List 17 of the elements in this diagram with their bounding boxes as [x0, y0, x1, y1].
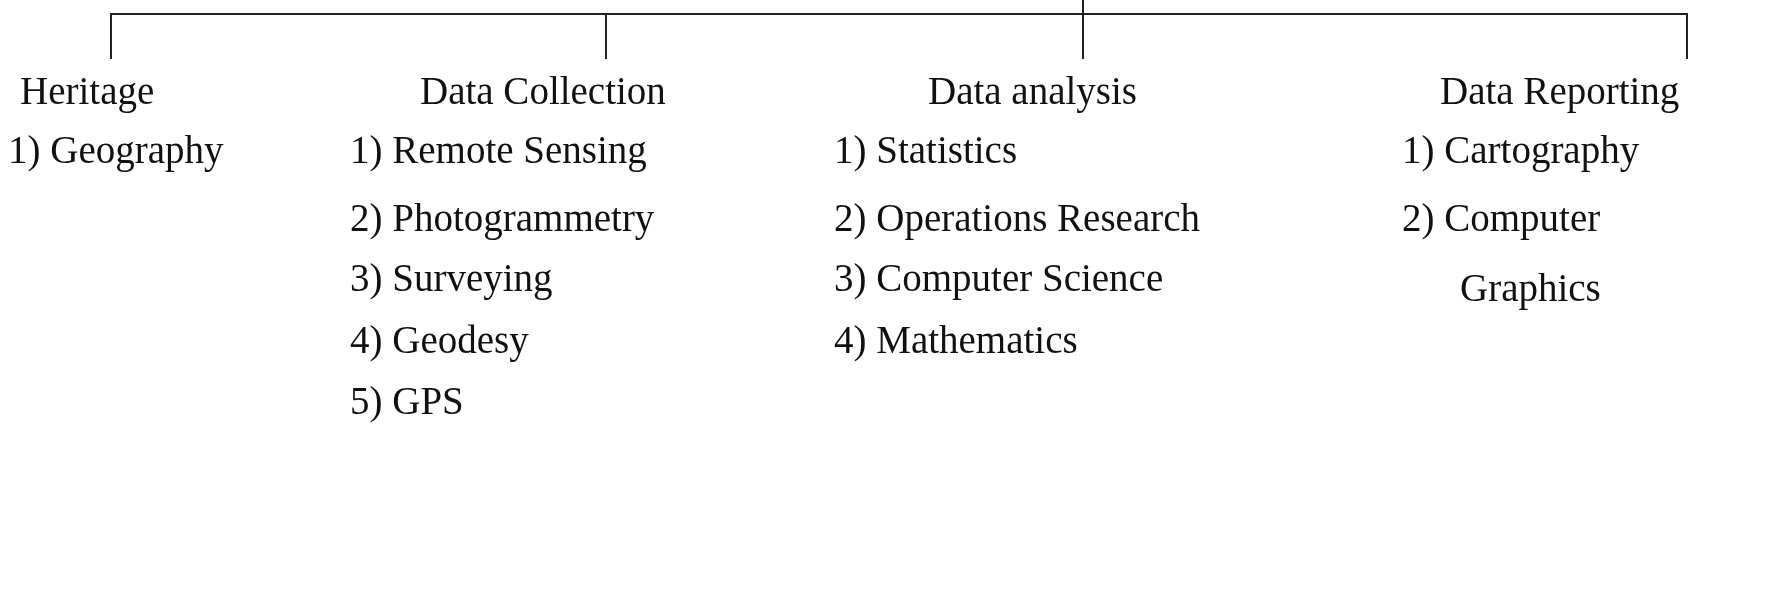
list-item: 5) GPS [350, 378, 464, 424]
list-item: 2) Operations Research [834, 195, 1201, 241]
list-item: 2) Computer Graphics [1402, 195, 1602, 312]
list-item: 2) Photogrammetry [350, 195, 655, 241]
list-item: 4) Mathematics [834, 317, 1078, 363]
tree-connector [1082, 0, 1688, 60]
category-heading: Data analysis [928, 68, 1137, 114]
list-item: 3) Surveying [350, 255, 553, 301]
list-item: 1) Remote Sensing [350, 127, 647, 173]
list-item: 4) Geodesy [350, 317, 529, 363]
category-heading: Heritage [20, 68, 155, 114]
category-heading: Data Collection [420, 68, 666, 114]
list-item: 3) Computer Science [834, 255, 1164, 301]
list-item: 1) Cartography [1402, 127, 1640, 173]
list-item: 1) Statistics [834, 127, 1018, 173]
category-heading: Data Reporting [1440, 68, 1680, 114]
list-item: 1) Geography [8, 127, 224, 173]
